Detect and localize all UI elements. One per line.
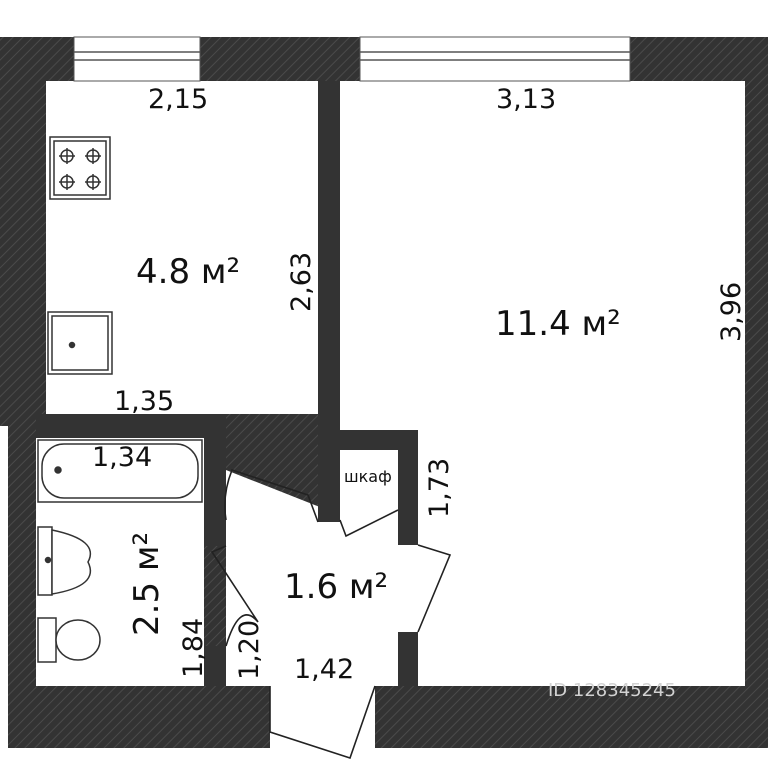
windows bbox=[73, 36, 631, 82]
doors bbox=[210, 469, 452, 760]
kitchen-bath-wall bbox=[36, 414, 226, 438]
room-window bbox=[359, 36, 631, 82]
kitchen-room-wall bbox=[318, 81, 340, 522]
hall-area-label: 1.6 м² bbox=[284, 567, 388, 607]
kitchen-sink bbox=[47, 311, 113, 375]
dim-kitchen-top: 2,15 bbox=[148, 84, 208, 115]
dim-room-side: 3,96 bbox=[716, 282, 747, 342]
bath-hall-wall-bottom bbox=[204, 646, 226, 686]
bathroom-door bbox=[210, 545, 259, 647]
hall-area bbox=[226, 470, 396, 686]
entrance-door bbox=[269, 685, 376, 760]
room-area bbox=[340, 81, 745, 686]
bathtub bbox=[37, 439, 203, 503]
dim-bath-side: 1,84 bbox=[178, 618, 209, 678]
dim-room-top: 3,13 bbox=[496, 84, 556, 115]
closet-label: шкаф bbox=[344, 467, 392, 486]
kitchen-area-label: 4.8 м² bbox=[136, 252, 240, 292]
bath-sink bbox=[37, 526, 92, 596]
dim-hall-side: 1,20 bbox=[234, 620, 265, 680]
room-area-label: 11.4 м² bbox=[495, 304, 621, 344]
dim-kitchen-bottom: 1,35 bbox=[114, 386, 174, 417]
hall-room-wall bbox=[398, 632, 418, 686]
toilet bbox=[37, 617, 101, 663]
watermark: ID 128345245 bbox=[548, 680, 676, 701]
closet-area bbox=[340, 450, 398, 542]
dim-hall-bottom: 1,42 bbox=[294, 654, 354, 685]
dim-closet-side: 1,73 bbox=[424, 458, 455, 518]
bathroom-area-label: 2.5 м² bbox=[127, 532, 167, 636]
dim-bath-top: 1,34 bbox=[92, 442, 152, 473]
closet-wall-right bbox=[398, 430, 418, 545]
stove bbox=[49, 136, 111, 200]
interior-walls bbox=[36, 81, 418, 686]
kitchen-window bbox=[73, 36, 201, 82]
bath-hall-wall-top bbox=[204, 438, 226, 546]
room-door bbox=[417, 544, 452, 633]
kitchen-door bbox=[224, 469, 319, 523]
dim-kitchen-side: 2,63 bbox=[286, 252, 317, 312]
closet-door bbox=[339, 509, 399, 538]
